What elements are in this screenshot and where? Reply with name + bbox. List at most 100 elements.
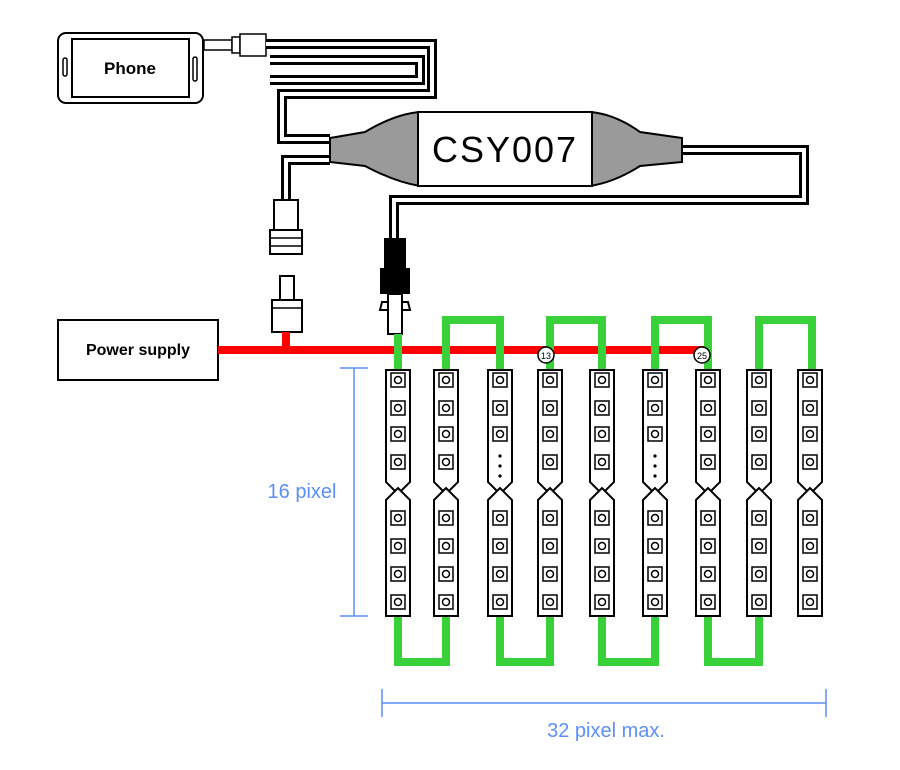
led-pixel bbox=[802, 566, 818, 582]
led-pixel bbox=[542, 454, 558, 470]
led-pixel bbox=[647, 538, 663, 554]
led-pixel bbox=[594, 566, 610, 582]
led-pixel bbox=[700, 454, 716, 470]
vertical-dimension bbox=[340, 367, 368, 617]
led-pixel bbox=[390, 510, 406, 526]
audio-jack-icon bbox=[203, 33, 267, 57]
led-pixel bbox=[700, 400, 716, 416]
led-pixel bbox=[751, 594, 767, 610]
led-pixel bbox=[802, 372, 818, 388]
led-pixel bbox=[594, 400, 610, 416]
led-pixel bbox=[700, 510, 716, 526]
led-pixel bbox=[802, 538, 818, 554]
led-pixel bbox=[700, 538, 716, 554]
led-pixel bbox=[647, 594, 663, 610]
led-pixel bbox=[594, 510, 610, 526]
phone-icon bbox=[57, 32, 204, 104]
led-pixel bbox=[390, 454, 406, 470]
ellipsis-dot bbox=[498, 454, 502, 458]
ellipsis-dot bbox=[653, 454, 657, 458]
led-pixel bbox=[751, 400, 767, 416]
led-pixel bbox=[542, 510, 558, 526]
led-pixel bbox=[390, 400, 406, 416]
led-pixel bbox=[647, 400, 663, 416]
led-pixel bbox=[492, 426, 508, 442]
marker-13: 13 bbox=[537, 346, 555, 364]
led-pixel bbox=[647, 426, 663, 442]
marker-25-label: 25 bbox=[697, 351, 707, 361]
led-pixel bbox=[594, 454, 610, 470]
led-pixel bbox=[802, 400, 818, 416]
led-pixel bbox=[594, 426, 610, 442]
controller-box bbox=[329, 110, 683, 188]
led-pixel bbox=[647, 510, 663, 526]
led-pixel bbox=[647, 372, 663, 388]
led-pixel bbox=[594, 372, 610, 388]
led-strip-column bbox=[433, 369, 459, 617]
led-pixel bbox=[438, 594, 454, 610]
ellipsis-dot bbox=[653, 474, 657, 478]
led-pixel bbox=[751, 454, 767, 470]
led-pixel bbox=[542, 400, 558, 416]
led-pixel bbox=[802, 426, 818, 442]
controller-power-cable bbox=[281, 155, 330, 200]
phone-label: Phone bbox=[104, 59, 156, 78]
led-pixel bbox=[700, 594, 716, 610]
led-pixel bbox=[492, 372, 508, 388]
led-strip-column bbox=[746, 369, 772, 617]
led-pixel bbox=[492, 566, 508, 582]
power-supply-label: Power supply bbox=[86, 342, 190, 359]
controller-label: CSY007 bbox=[432, 129, 578, 170]
horizontal-dimension bbox=[381, 689, 827, 717]
led-pixel bbox=[542, 426, 558, 442]
led-pixel bbox=[438, 372, 454, 388]
led-pixel bbox=[751, 426, 767, 442]
vertical-dimension-label: 16 pixel bbox=[268, 481, 337, 503]
led-strip-column bbox=[537, 369, 563, 617]
audio-cable bbox=[266, 39, 437, 144]
ellipsis-dot bbox=[498, 464, 502, 468]
led-pixel bbox=[542, 594, 558, 610]
led-pixel bbox=[751, 566, 767, 582]
led-pixel bbox=[542, 538, 558, 554]
controller-output-cable bbox=[389, 145, 809, 240]
data-lines-top bbox=[394, 316, 816, 370]
led-pixel bbox=[492, 400, 508, 416]
led-pixel bbox=[390, 594, 406, 610]
led-pixel bbox=[390, 566, 406, 582]
led-pixel bbox=[492, 510, 508, 526]
led-pixel bbox=[700, 426, 716, 442]
led-pixel bbox=[594, 594, 610, 610]
ellipsis-dot bbox=[653, 464, 657, 468]
led-strip-column bbox=[695, 369, 721, 617]
led-pixel bbox=[438, 566, 454, 582]
led-pixel bbox=[700, 372, 716, 388]
data-lines-bottom bbox=[394, 615, 763, 666]
led-pixel bbox=[594, 538, 610, 554]
led-strip-column bbox=[797, 369, 823, 617]
led-pixel bbox=[751, 510, 767, 526]
led-pixel bbox=[492, 538, 508, 554]
led-pixel bbox=[647, 566, 663, 582]
led-pixel bbox=[751, 538, 767, 554]
strip-connector bbox=[378, 238, 412, 335]
horizontal-dimension-label: 32 pixel max. bbox=[547, 720, 665, 742]
led-pixel bbox=[802, 454, 818, 470]
led-pixel bbox=[438, 400, 454, 416]
led-pixel bbox=[390, 372, 406, 388]
led-strips bbox=[385, 369, 823, 617]
led-strip-column bbox=[385, 369, 411, 617]
led-pixel bbox=[700, 566, 716, 582]
led-pixel bbox=[751, 372, 767, 388]
led-pixel bbox=[542, 372, 558, 388]
led-strip-column bbox=[642, 369, 668, 617]
led-pixel bbox=[390, 538, 406, 554]
led-pixel bbox=[802, 594, 818, 610]
connector-icon bbox=[269, 199, 303, 350]
led-pixel bbox=[438, 426, 454, 442]
marker-13-label: 13 bbox=[541, 351, 551, 361]
led-pixel bbox=[542, 566, 558, 582]
led-strip-column bbox=[589, 369, 615, 617]
led-pixel bbox=[438, 538, 454, 554]
